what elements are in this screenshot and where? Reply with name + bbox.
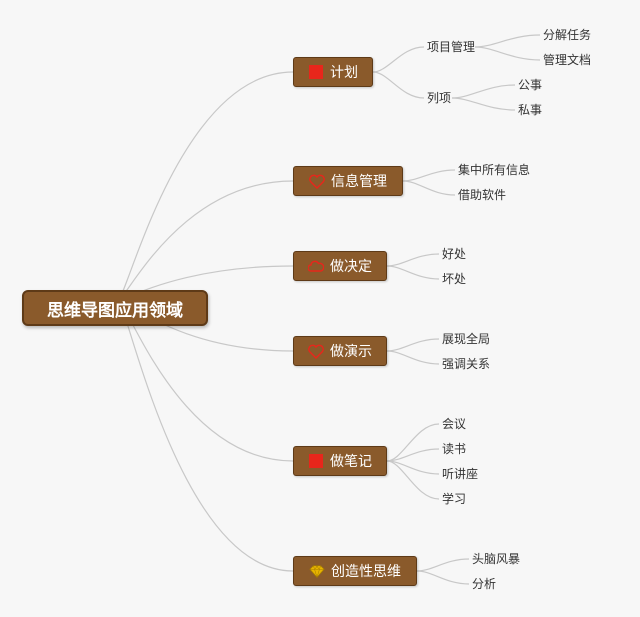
branch-label: 信息管理 (331, 174, 387, 190)
node-private-matters[interactable]: 私事 (518, 103, 543, 117)
connector-line (372, 46, 425, 73)
connector-line (386, 253, 440, 267)
node-show-overview[interactable]: 展现全局 (442, 332, 491, 346)
node-use-software[interactable]: 借助软件 (458, 188, 507, 202)
node-list-items[interactable]: 列项 (427, 91, 452, 105)
branch-node-info-management[interactable]: 信息管理 (293, 166, 403, 196)
heart-icon (309, 173, 325, 189)
connector-line (451, 97, 516, 111)
connector-line (451, 84, 516, 99)
node-project-management[interactable]: 项目管理 (427, 40, 476, 54)
connector-line (386, 423, 440, 462)
connector-line (474, 34, 541, 48)
node-lecture[interactable]: 听讲座 (442, 467, 479, 481)
branch-label: 做笔记 (330, 454, 372, 470)
connector-line (117, 180, 294, 301)
cloud-icon (308, 258, 324, 274)
connector-line (386, 265, 440, 280)
node-meeting[interactable]: 会议 (442, 417, 467, 431)
node-emphasize-relations[interactable]: 强调关系 (442, 357, 491, 371)
branch-node-plan[interactable]: 计划 (293, 57, 373, 87)
branch-label: 计划 (330, 65, 358, 81)
branch-node-notes[interactable]: 做笔记 (293, 446, 387, 476)
connector-line (416, 570, 470, 585)
connector-line (416, 558, 470, 572)
connector-line (117, 71, 294, 301)
connector-line (386, 338, 440, 352)
connector-line (386, 350, 440, 365)
connector-line (402, 169, 456, 182)
root-node[interactable]: 思维导图应用领域 (22, 290, 208, 326)
branch-node-creative-thinking[interactable]: 创造性思维 (293, 556, 417, 586)
branch-label: 创造性思维 (331, 564, 401, 580)
connector-line (386, 460, 440, 475)
connector-line (372, 71, 425, 99)
branch-node-decision[interactable]: 做决定 (293, 251, 387, 281)
branch-label: 做决定 (330, 259, 372, 275)
branch-node-presentation[interactable]: 做演示 (293, 336, 387, 366)
node-analysis[interactable]: 分析 (472, 577, 497, 591)
node-centralize-info[interactable]: 集中所有信息 (458, 163, 531, 177)
connector-line (386, 460, 440, 500)
connector-line (117, 299, 294, 572)
node-cons[interactable]: 坏处 (442, 272, 467, 286)
root-node-label: 思维导图应用领域 (47, 300, 183, 321)
connector-line (386, 448, 440, 462)
connector-line (474, 46, 541, 61)
node-manage-documents[interactable]: 管理文档 (543, 53, 592, 67)
node-study[interactable]: 学习 (442, 492, 467, 506)
node-business-matters[interactable]: 公事 (518, 78, 543, 92)
red-square-icon (308, 453, 324, 469)
diamond-icon (309, 563, 325, 579)
branch-label: 做演示 (330, 344, 372, 360)
node-break-down-tasks[interactable]: 分解任务 (543, 28, 592, 42)
node-pros[interactable]: 好处 (442, 247, 467, 261)
node-brainstorm[interactable]: 头脑风暴 (472, 552, 521, 566)
heart-icon (308, 343, 324, 359)
red-square-icon (308, 64, 324, 80)
node-reading[interactable]: 读书 (442, 442, 467, 456)
connector-line (402, 180, 456, 196)
